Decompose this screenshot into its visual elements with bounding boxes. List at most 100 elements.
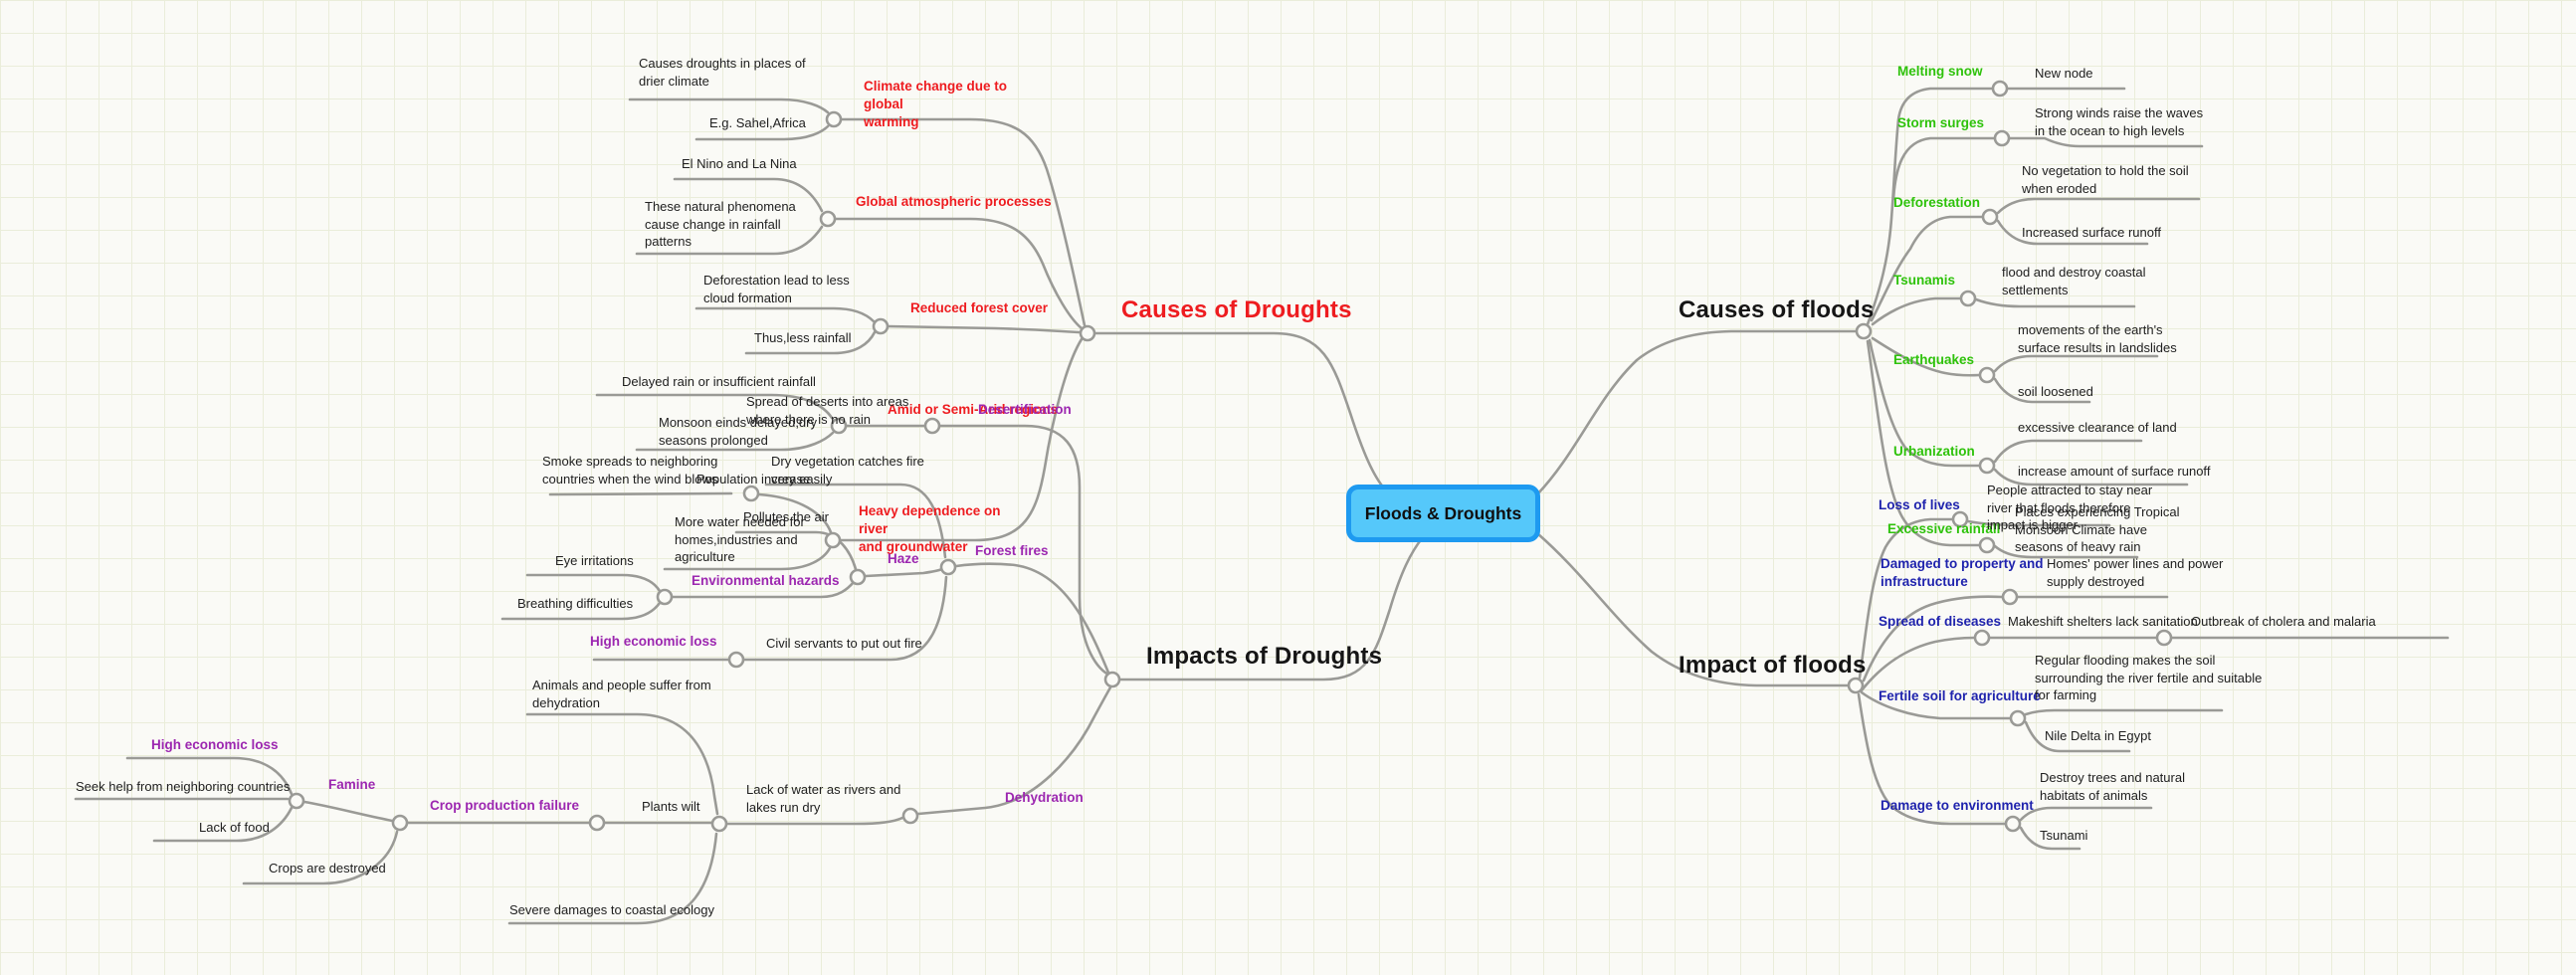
node-homes-power-lines[interactable]: Homes' power lines and power supply dest… xyxy=(2047,556,2224,589)
node-new-node[interactable]: New node xyxy=(2035,66,2093,81)
node-more-water-needed[interactable]: More water needed for homes,industries a… xyxy=(675,514,805,565)
junction-dot[interactable] xyxy=(1973,629,1991,647)
node-impact-of-floods[interactable]: Impact of floods xyxy=(1679,652,1867,679)
junction-dot[interactable] xyxy=(727,651,745,669)
junction-dot[interactable] xyxy=(1978,457,1996,475)
node-smoke-spreads[interactable]: Smoke spreads to neighboring countries w… xyxy=(542,454,718,487)
node-causes-of-floods[interactable]: Causes of floods xyxy=(1679,296,1875,323)
node-spread-of-diseases[interactable]: Spread of diseases xyxy=(1879,614,2002,629)
node-storm-surges[interactable]: Storm surges xyxy=(1897,115,1985,130)
node-dehydration[interactable]: Dehydration xyxy=(1005,790,1084,805)
node-impacts-of-droughts[interactable]: Impacts of Droughts xyxy=(1146,643,1383,670)
node-damaged-property[interactable]: Damaged to property and infrastructure xyxy=(1881,556,2044,590)
junction-dot[interactable] xyxy=(2009,709,2027,727)
node-fertile-soil[interactable]: Fertile soil for agriculture xyxy=(1879,688,2041,703)
node-earthquakes[interactable]: Earthquakes xyxy=(1893,352,1975,367)
junction-dot[interactable] xyxy=(656,588,674,606)
node-high-economic-loss-famine[interactable]: High economic loss xyxy=(151,737,279,752)
node-severe-damages-coastal[interactable]: Severe damages to coastal ecology xyxy=(509,902,714,917)
root-node-floods-and-droughts[interactable]: Floods & Droughts xyxy=(1346,485,1540,542)
node-dry-vegetation-fire[interactable]: Dry vegetation catches fire very easily xyxy=(771,454,924,487)
junction-dot[interactable] xyxy=(588,814,606,832)
junction-dot[interactable] xyxy=(391,814,409,832)
node-strong-winds-waves[interactable]: Strong winds raise the waves in the ocea… xyxy=(2035,105,2204,138)
node-damage-to-environment[interactable]: Damage to environment xyxy=(1881,798,2034,813)
node-destroy-trees-habitats[interactable]: Destroy trees and natural habitats of an… xyxy=(2040,770,2185,803)
junction-dot[interactable] xyxy=(1978,536,1996,554)
node-crops-are-destroyed[interactable]: Crops are destroyed xyxy=(269,861,386,876)
node-global-atmospheric-processes[interactable]: Global atmospheric processes xyxy=(856,194,1052,209)
junction-dot[interactable] xyxy=(830,417,848,435)
junction-dot[interactable] xyxy=(849,568,867,586)
node-regular-flooding[interactable]: Regular flooding makes the soil surround… xyxy=(2035,653,2263,703)
node-plants-wilt[interactable]: Plants wilt xyxy=(642,799,700,814)
node-nile-delta[interactable]: Nile Delta in Egypt xyxy=(2045,728,2151,743)
node-causes-droughts-drier-climate[interactable]: Causes droughts in places of drier clima… xyxy=(639,56,806,89)
junction-dot[interactable] xyxy=(825,110,843,128)
node-civil-servants[interactable]: Civil servants to put out fire xyxy=(766,636,922,651)
node-heavy-dependence-river[interactable]: Heavy dependence on river and groundwate… xyxy=(859,503,1001,555)
node-desertification[interactable]: Desertification xyxy=(978,402,1072,417)
junction-dot[interactable] xyxy=(872,317,890,335)
junction-dot[interactable] xyxy=(1847,677,1865,694)
junction-dot[interactable] xyxy=(1959,290,1977,307)
node-population-increase[interactable]: Population increase xyxy=(696,472,811,487)
node-increased-surface-runoff[interactable]: Increased surface runoff xyxy=(2022,225,2161,240)
node-melting-snow[interactable]: Melting snow xyxy=(1897,64,1983,79)
node-lack-of-water[interactable]: Lack of water as rivers and lakes run dr… xyxy=(746,782,901,815)
junction-dot[interactable] xyxy=(1991,80,2009,98)
junction-dot[interactable] xyxy=(819,210,837,228)
node-forest-fires[interactable]: Forest fires xyxy=(975,543,1049,558)
node-pollutes-the-air[interactable]: Pollutes the air xyxy=(743,509,829,524)
node-lack-of-food[interactable]: Lack of food xyxy=(199,820,270,835)
node-climate-change-global-warming[interactable]: Climate change due to global warming xyxy=(864,79,1008,130)
junction-dot[interactable] xyxy=(2001,588,2019,606)
node-seek-help-neighboring[interactable]: Seek help from neighboring countries xyxy=(76,779,291,794)
junction-dot[interactable] xyxy=(2155,629,2173,647)
junction-dot[interactable] xyxy=(923,417,941,435)
node-famine[interactable]: Famine xyxy=(328,777,376,792)
node-crop-production-failure[interactable]: Crop production failure xyxy=(430,798,579,813)
node-causes-of-droughts[interactable]: Causes of Droughts xyxy=(1121,296,1352,323)
junction-dot[interactable] xyxy=(1951,510,1969,528)
junction-dot[interactable] xyxy=(710,815,728,833)
node-el-nino-la-nina[interactable]: El Nino and La Nina xyxy=(682,156,797,171)
node-tsunamis[interactable]: Tsunamis xyxy=(1893,273,1956,288)
node-spread-of-deserts[interactable]: Spread of deserts into areas where there… xyxy=(746,394,909,427)
node-tsunami-impact[interactable]: Tsunami xyxy=(2040,828,2088,843)
node-natural-phenomena-rainfall[interactable]: These natural phenomena cause change in … xyxy=(645,199,796,250)
node-movements-earths-surface[interactable]: movements of the earth's surface results… xyxy=(2018,322,2177,355)
node-deforestation-floods[interactable]: Deforestation xyxy=(1893,195,1981,210)
junction-dot[interactable] xyxy=(288,792,305,810)
node-eye-irritations[interactable]: Eye irritations xyxy=(555,553,634,568)
node-amid-or-semi-arid-regions[interactable]: Amid or Semi-Arid regions xyxy=(888,402,1059,417)
node-increase-surface-runoff[interactable]: increase amount of surface runoff xyxy=(2018,464,2211,479)
node-soil-loosened[interactable]: soil loosened xyxy=(2018,384,2093,399)
node-thus-less-rainfall[interactable]: Thus,less rainfall xyxy=(754,330,852,345)
junction-dot[interactable] xyxy=(1103,671,1121,688)
node-environmental-hazards[interactable]: Environmental hazards xyxy=(692,573,840,588)
node-animals-people-dehydration[interactable]: Animals and people suffer from dehydrati… xyxy=(532,678,711,710)
node-delayed-rain[interactable]: Delayed rain or insufficient rainfall xyxy=(622,374,816,389)
junction-dot[interactable] xyxy=(901,807,919,825)
junction-dot[interactable] xyxy=(1855,322,1873,340)
junction-dot[interactable] xyxy=(742,485,760,502)
junction-dot[interactable] xyxy=(1981,208,1999,226)
node-outbreak-cholera-malaria[interactable]: Outbreak of cholera and malaria xyxy=(2191,614,2376,629)
junction-dot[interactable] xyxy=(939,558,957,576)
junction-dot[interactable] xyxy=(1978,366,1996,384)
node-haze[interactable]: Haze xyxy=(888,551,919,566)
node-monsoon-winds-delayed[interactable]: Monsoon einds delayed,dry seasons prolon… xyxy=(659,415,817,448)
node-places-tropical-monsoon[interactable]: Places experiencing Tropical Monsoon Cli… xyxy=(2015,504,2180,555)
junction-dot[interactable] xyxy=(1993,129,2011,147)
node-people-attracted-river[interactable]: People attracted to stay near river that… xyxy=(1987,483,2153,533)
node-sahel-africa[interactable]: E.g. Sahel,Africa xyxy=(709,115,806,130)
node-deforestation-less-cloud[interactable]: Deforestation lead to less cloud formati… xyxy=(703,273,850,305)
junction-dot[interactable] xyxy=(824,531,842,549)
node-breathing-difficulties[interactable]: Breathing difficulties xyxy=(517,596,634,611)
node-high-economic-loss-fire[interactable]: High economic loss xyxy=(590,634,717,649)
node-no-vegetation[interactable]: No vegetation to hold the soil when erod… xyxy=(2022,163,2189,196)
node-excessive-clearance[interactable]: excessive clearance of land xyxy=(2018,420,2177,435)
node-urbanization[interactable]: Urbanization xyxy=(1893,444,1975,459)
